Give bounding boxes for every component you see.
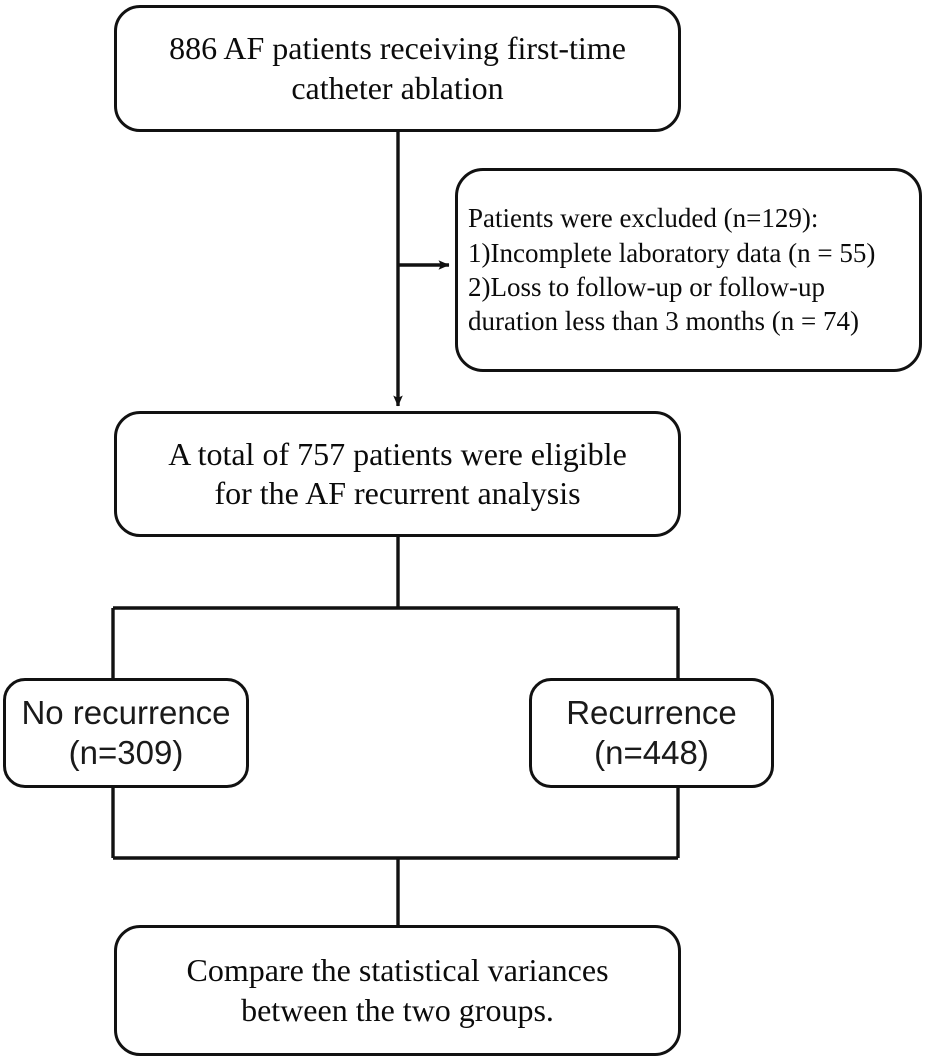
node-compare: Compare the statistical variances betwee… [114,925,681,1056]
node-exclusion: Patients were excluded (n=129): 1)Incomp… [455,168,922,372]
node-eligible: A total of 757 patients were eligible fo… [114,411,681,537]
node-enrollment-label: 886 AF patients receiving first-time cat… [169,30,626,106]
node-compare-label: Compare the statistical variances betwee… [186,952,609,1028]
node-enrollment: 886 AF patients receiving first-time cat… [114,5,681,132]
node-recurrence: Recurrence (n=448) [529,678,774,788]
node-no-recurrence-label: No recurrence (n=309) [21,693,231,771]
node-no-recurrence: No recurrence (n=309) [3,678,249,788]
node-recurrence-label: Recurrence (n=448) [566,693,737,771]
node-eligible-label: A total of 757 patients were eligible fo… [168,435,627,511]
node-exclusion-label: Patients were excluded (n=129): 1)Incomp… [468,203,876,337]
